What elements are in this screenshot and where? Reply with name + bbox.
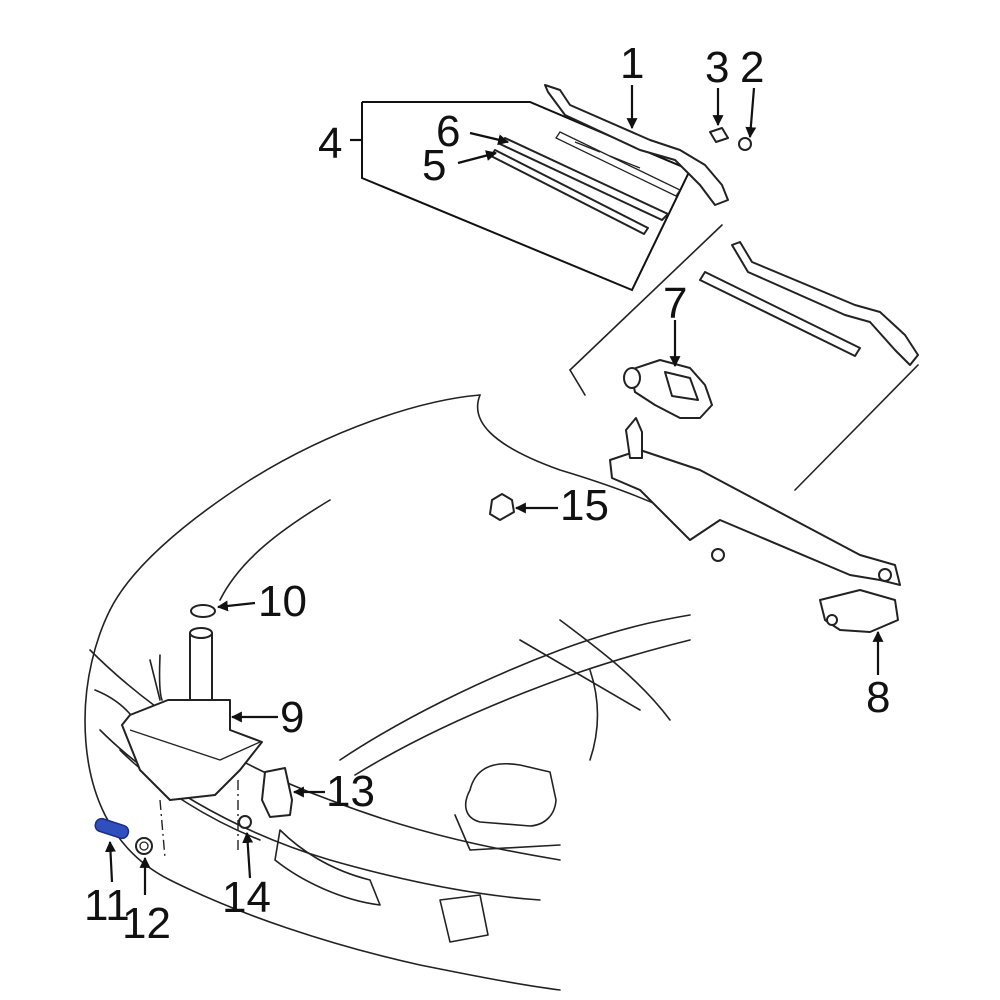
callout-2: 2	[740, 43, 764, 92]
grommet-14	[238, 815, 252, 829]
leader-arrows	[105, 85, 884, 895]
callout-8: 8	[866, 673, 890, 722]
callout-11: 11	[84, 881, 130, 930]
washer-pump-13	[261, 767, 293, 818]
wiper-arm-1	[544, 84, 729, 206]
o-ring-10	[190, 604, 216, 618]
assembly-lines	[159, 780, 239, 859]
callout-5: 5	[422, 141, 446, 190]
wiper-motor-7	[623, 359, 713, 419]
wiper-arm-right	[699, 241, 919, 366]
guide-lines	[569, 224, 919, 491]
washer-reservoir-9	[121, 627, 263, 801]
callout-labels: 1 2 3 4 5 6 7 8 9 10 11 12 13 14 15	[84, 39, 890, 948]
nut-2	[738, 137, 752, 151]
wiper-blade-6	[499, 131, 681, 221]
callout-14: 14	[222, 873, 271, 922]
callout-9: 9	[280, 693, 304, 742]
callout-13: 13	[326, 767, 375, 816]
callout-4: 4	[318, 119, 342, 168]
callout-7: 7	[663, 279, 687, 328]
washer-nozzle-15	[489, 493, 515, 521]
car-body-outline	[84, 394, 691, 991]
callout-3: 3	[705, 43, 729, 92]
callout-1: 1	[620, 39, 644, 88]
grommet-12	[135, 837, 153, 855]
wiper-blade-group-box	[350, 101, 692, 292]
callout-12: 12	[122, 899, 171, 948]
washer-hose-11	[94, 817, 130, 840]
callout-6: 6	[436, 107, 460, 156]
cap-3	[709, 127, 729, 143]
callout-10: 10	[258, 577, 307, 626]
wiper-linkage-8	[609, 417, 901, 633]
callout-15: 15	[560, 481, 609, 530]
